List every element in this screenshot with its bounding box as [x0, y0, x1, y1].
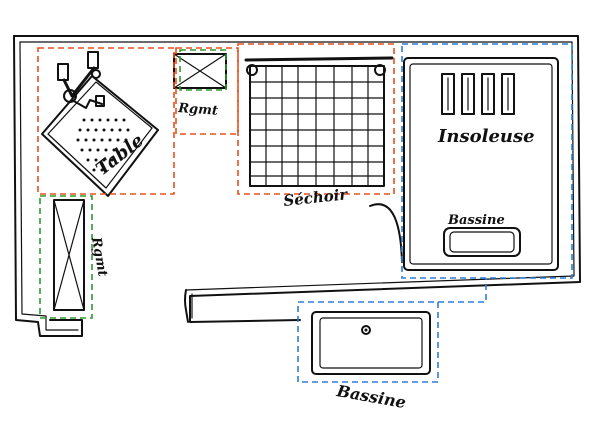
label-insoleuse: Insoleuse	[437, 126, 535, 147]
zone-bassine	[297, 278, 487, 383]
door-arc	[369, 203, 403, 263]
room-walls	[13, 35, 581, 337]
large-bassine-sink	[311, 311, 431, 375]
sechoir-rack	[244, 56, 394, 187]
zone-sechoir	[237, 43, 395, 195]
label-bassine-small: Bassine	[447, 213, 505, 228]
zone-outlines	[37, 43, 573, 383]
insoleuse-tubes	[441, 73, 515, 115]
small-bassine-tray	[443, 227, 521, 257]
rangement-left-cabinet	[53, 199, 85, 311]
zone-rangement-left	[39, 195, 93, 319]
label-rangement-left: Rgmt	[88, 235, 110, 278]
zone-insoleuse	[401, 43, 573, 279]
table-lamp-arm	[57, 51, 105, 109]
zone-table	[37, 47, 175, 195]
zone-rangement-top-inner	[179, 49, 227, 91]
table-furniture	[41, 51, 159, 197]
label-rangement-top: Rgmt	[177, 101, 219, 119]
label-sechoir: Séchoir	[283, 185, 350, 210]
insoleuse-unit	[403, 57, 559, 271]
label-bassine-large: Bassine	[334, 381, 407, 412]
rangement-top-cabinet	[173, 53, 227, 89]
table-dots	[76, 118, 130, 172]
